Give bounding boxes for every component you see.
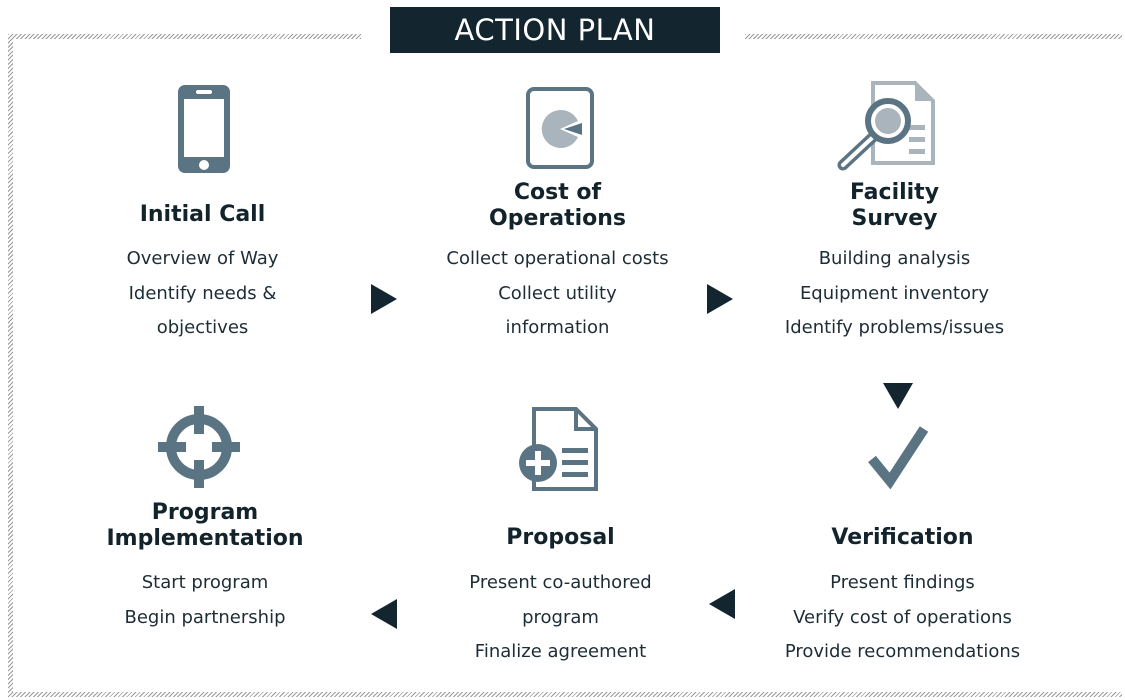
step-detail-line: Overview of Way [126, 248, 279, 269]
step-detail-line: information [505, 317, 610, 338]
step-details-proposal: Present co-authored program Finalize agr… [418, 566, 703, 670]
document-plus-icon [518, 406, 600, 492]
step-title-cost-of-operations: Cost of Operations [415, 180, 700, 232]
step-detail-line: Identify needs & [128, 282, 277, 304]
step-title-line: Implementation [106, 526, 304, 551]
magnifier-document-icon [833, 81, 939, 173]
step-detail-line: program [522, 606, 599, 628]
checkmark-icon [866, 425, 930, 489]
flow-arrow-left [371, 599, 397, 629]
step-details-verification: Present findings Verify cost of operatio… [760, 566, 1045, 670]
flow-arrow-down [883, 383, 913, 409]
frame-border-bottom [8, 692, 1122, 697]
step-title-line: Proposal [506, 525, 615, 550]
crosshair-target-icon [156, 404, 242, 490]
frame-border-left [8, 34, 13, 696]
step-detail-line: Present co-authored [469, 572, 652, 593]
pie-chart-document-icon [526, 87, 594, 169]
step-title-line: Verification [831, 525, 974, 550]
flow-arrow-right [707, 284, 733, 314]
page-title-text: ACTION PLAN [454, 13, 656, 47]
page-title: ACTION PLAN [390, 7, 720, 53]
step-title-line: Program [151, 500, 259, 525]
step-detail-line: Verify cost of operations [793, 606, 1012, 628]
step-title-line: Initial Call [139, 202, 266, 227]
step-detail-line: Begin partnership [124, 606, 286, 628]
frame-border-top-right [745, 34, 1122, 39]
step-details-cost-of-operations: Collect operational costs Collect utilit… [415, 242, 700, 346]
step-detail-line: Collect utility [498, 282, 617, 304]
step-details-initial-call: Overview of Way Identify needs & objecti… [60, 242, 345, 346]
step-title-line: Survey [851, 206, 938, 231]
step-detail-line: Identify problems/issues [784, 317, 1005, 338]
step-title-proposal: Proposal [418, 525, 703, 551]
step-detail-line: objectives [156, 317, 249, 338]
step-title-program-implementation: Program Implementation [60, 500, 350, 552]
step-detail-line: Start program [141, 572, 269, 593]
step-detail-line: Present findings [830, 572, 975, 593]
flow-arrow-right [371, 284, 397, 314]
smartphone-icon [178, 85, 230, 173]
frame-border-top-left [8, 34, 361, 39]
step-detail-line: Provide recommendations [784, 641, 1021, 662]
step-title-verification: Verification [760, 525, 1045, 551]
step-details-program-implementation: Start program Begin partnership [60, 566, 350, 635]
step-detail-line: Building analysis [818, 248, 971, 269]
step-title-line: Facility [849, 180, 940, 205]
step-title-facility-survey: Facility Survey [752, 180, 1037, 232]
step-detail-line: Equipment inventory [799, 282, 990, 304]
step-details-facility-survey: Building analysis Equipment inventory Id… [752, 242, 1037, 346]
step-title-line: Cost of [513, 180, 602, 205]
flow-arrow-left [709, 589, 735, 619]
step-detail-line: Finalize agreement [474, 641, 647, 662]
step-title-initial-call: Initial Call [60, 202, 345, 228]
step-title-line: Operations [489, 206, 626, 231]
step-detail-line: Collect operational costs [446, 248, 669, 269]
